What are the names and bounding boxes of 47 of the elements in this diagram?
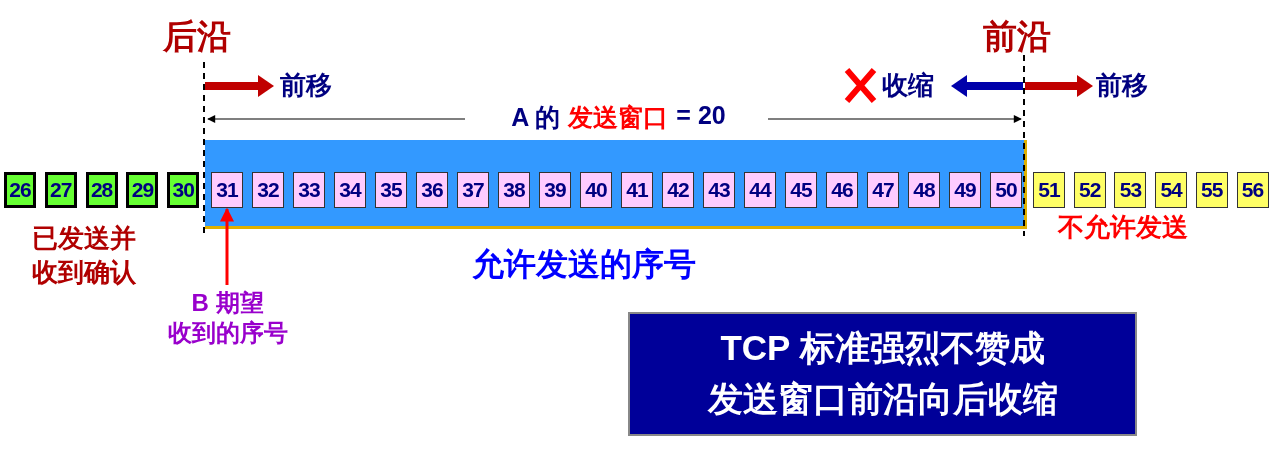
sequence-number-box: 56: [1236, 172, 1269, 208]
text-label: 前沿: [983, 16, 1051, 57]
text-label: 前移: [280, 69, 332, 102]
sequence-number-box: 37: [457, 172, 489, 208]
sequence-number-box: 43: [703, 172, 735, 208]
text-label: 后沿: [163, 16, 231, 57]
sequence-number-box: 52: [1073, 172, 1106, 208]
sequence-number-box: 26: [4, 172, 36, 208]
sequence-number-box: 55: [1195, 172, 1228, 208]
sequence-number-box: 33: [293, 172, 325, 208]
text-label: 不允许发送: [1058, 211, 1188, 244]
sequence-number-box: 35: [375, 172, 407, 208]
sequence-number-box: 28: [85, 172, 118, 208]
sequence-number-box: 50: [990, 172, 1022, 208]
sequence-number-box: 54: [1155, 172, 1188, 208]
text-label: 收缩: [882, 69, 934, 102]
sequence-number-box: 53: [1114, 172, 1147, 208]
sequence-number-box: 41: [621, 172, 653, 208]
expected-sequence-label: B 期望: [191, 288, 264, 318]
sequence-number-box: 32: [252, 172, 284, 208]
sequence-number-box: 42: [662, 172, 694, 208]
window-band: [205, 140, 1027, 229]
sequence-number-box: 27: [44, 172, 77, 208]
pointer-arrow: [220, 207, 234, 285]
sequence-number-box: 40: [580, 172, 612, 208]
sequence-number-box: 47: [867, 172, 899, 208]
sequence-number-box: 44: [744, 172, 776, 208]
sequence-number-box: 48: [908, 172, 940, 208]
sequence-number-box: 29: [126, 172, 159, 208]
text-label: 已发送并收到确认: [32, 222, 137, 289]
sequence-number-box: 39: [539, 172, 571, 208]
sequence-number-box: 49: [949, 172, 981, 208]
sequence-number-box: 46: [826, 172, 858, 208]
sequence-number-box: 31: [211, 172, 243, 208]
sequence-number-box: 34: [334, 172, 366, 208]
sequence-number-box: 38: [498, 172, 530, 208]
sequence-number-box: 45: [785, 172, 817, 208]
text-label: 发送窗口: [568, 102, 669, 133]
text-label: 前移: [1096, 69, 1148, 102]
text-label: = 20: [676, 101, 726, 131]
text-label: 允许发送的序号: [472, 245, 696, 284]
expected-sequence-label: 收到的序号: [167, 318, 288, 348]
sequence-number-box: 30: [167, 172, 200, 208]
text-label: A 的: [511, 102, 561, 133]
sequence-number-box: 36: [416, 172, 448, 208]
sequence-number-box: 51: [1033, 172, 1065, 208]
note-box: TCP 标准强烈不赞成发送窗口前沿向后收缩: [628, 312, 1137, 436]
